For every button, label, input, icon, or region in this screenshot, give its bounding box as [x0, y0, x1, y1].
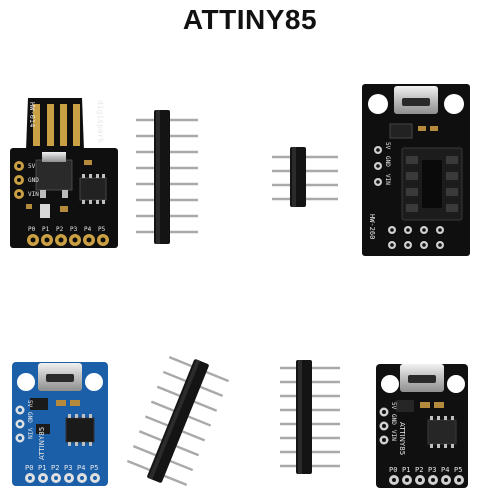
black-micro-pin-p5: P5 [454, 466, 462, 474]
blue-micro-pin-p4: P4 [77, 464, 85, 472]
blue-micro-label-vin: VIN [26, 428, 33, 439]
blue-micro-label-5v: 5V [26, 400, 33, 408]
black-micro-pin-p4: P4 [441, 466, 449, 474]
black-micro-pin-p0: P0 [389, 466, 397, 474]
pin-header-8pin-b [126, 355, 230, 487]
pin-header-8pin-c [280, 360, 340, 474]
black-micro-chip-label: ATTINY85 [398, 422, 406, 455]
blue-micro-board: 5V GND VIN ATTINY85 P0 P1 P2 P3 P4 P5 [12, 362, 108, 486]
usb-stick-pin-p1: P1 [42, 226, 50, 233]
black-micro-label-vin: VIN [390, 430, 397, 441]
usb-stick-model-label: HW-014 [28, 102, 36, 127]
programmer-label-vin: VIN [384, 174, 391, 185]
usb-stick-board: HW-014 digispark 5V GND VIN [10, 98, 118, 248]
programmer-label-5v: 5V [384, 142, 391, 150]
black-micro-label-gnd: GND [390, 414, 397, 425]
pin-header-8pin-a [136, 110, 198, 244]
programmer-board: 5V GND VIN HW-260 [362, 84, 470, 256]
programmer-label-gnd: GND [384, 156, 391, 167]
usb-stick-pin-p5: P5 [98, 226, 106, 233]
usb-stick-label-vin: VIN [28, 191, 39, 198]
black-micro-label-5v: 5V [390, 402, 397, 410]
usb-stick-pin-p2: P2 [56, 226, 64, 233]
pin-header-4pin [272, 147, 338, 207]
black-micro-pin-p3: P3 [428, 466, 436, 474]
usb-stick-label-5v: 5V [28, 163, 36, 170]
blue-micro-pin-p1: P1 [38, 464, 46, 472]
blue-micro-pin-p0: P0 [25, 464, 33, 472]
usb-stick-pin-p0: P0 [28, 226, 36, 233]
blue-micro-chip-label: ATTINY85 [38, 427, 46, 460]
black-micro-board: 5V GND VIN ATTINY85 P0 P1 P2 P3 P4 P5 [376, 364, 468, 488]
black-micro-pin-p1: P1 [402, 466, 410, 474]
usb-stick-pin-p4: P4 [84, 226, 92, 233]
usb-stick-label-gnd: GND [28, 177, 39, 184]
blue-micro-label-gnd: GND [26, 412, 33, 423]
black-micro-pin-p2: P2 [415, 466, 423, 474]
blue-micro-pin-p3: P3 [64, 464, 72, 472]
page-title: ATTINY85 [182, 4, 318, 35]
usb-stick-pin-p3: P3 [70, 226, 78, 233]
blue-micro-pin-p2: P2 [51, 464, 59, 472]
blue-micro-pin-p5: P5 [90, 464, 98, 472]
programmer-model-label: HW-260 [368, 214, 376, 239]
usb-stick-brand-label: digispark [96, 100, 105, 144]
